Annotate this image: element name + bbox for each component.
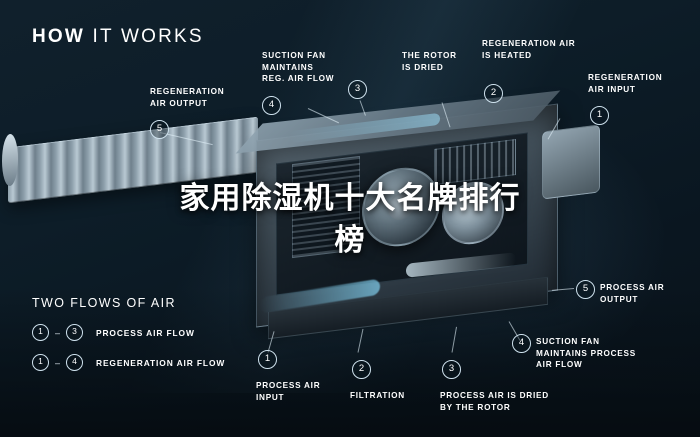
overlay-headline: 家用除湿机十大名牌排行 榜	[0, 178, 700, 262]
overlay-headline-line1: 家用除湿机十大名牌排行	[179, 181, 521, 216]
callout-regeneration-air-output: REGENERATION AIR OUTPUT	[150, 87, 225, 108]
marker-regeneration-air-heated: 2	[484, 84, 503, 103]
legend-badges-regeneration-air: 1 – 4	[32, 354, 96, 371]
legend-title: TWO FLOWS OF AIR	[32, 296, 176, 310]
overlay-headline-line2: 榜	[334, 223, 366, 258]
callout-rotor-is-dried: THE ROTOR IS DRIED	[402, 51, 457, 72]
legend-label-regeneration-air: REGENERATION AIR FLOW	[96, 357, 226, 368]
callout-process-suction-fan: SUCTION FAN MAINTAINS PROCESS AIR FLOW	[536, 337, 636, 369]
legend-badge-from-process: 1	[32, 324, 49, 341]
callout-filtration: FILTRATION	[350, 391, 405, 400]
marker-regeneration-air-output: 5	[150, 120, 169, 139]
legend-badges-process-air: 1 – 3	[32, 324, 96, 341]
page-title: HOW IT WORKS	[32, 26, 204, 48]
legend-dash-regen: –	[55, 357, 61, 368]
marker-process-air-input: 1	[258, 350, 277, 369]
marker-filtration: 2	[352, 360, 371, 379]
legend-label-process-air: PROCESS AIR FLOW	[96, 327, 195, 338]
marker-process-suction-fan: 4	[512, 334, 531, 353]
callout-process-air-input: PROCESS AIR INPUT	[256, 381, 321, 402]
page-title-lead: HOW	[32, 26, 86, 47]
callout-regeneration-air-heated: REGENERATION AIR IS HEATED	[482, 39, 576, 60]
callout-suction-fan-reg: SUCTION FAN MAINTAINS REG. AIR FLOW	[262, 51, 335, 83]
marker-process-air-output: 5	[576, 280, 595, 299]
legend-dash-process: –	[55, 327, 61, 338]
legend-row-regeneration-air: 1 – 4 REGENERATION AIR FLOW	[32, 354, 225, 371]
marker-suction-fan-reg: 4	[262, 96, 281, 115]
callout-regeneration-air-input: REGENERATION AIR INPUT	[588, 73, 663, 94]
legend-badge-from-regen: 1	[32, 354, 49, 371]
legend: TWO FLOWS OF AIR 1 – 3 PROCESS AIR FLOW …	[32, 296, 225, 384]
legend-badge-to-regen: 4	[66, 354, 84, 371]
callout-process-air-dried: PROCESS AIR IS DRIED BY THE ROTOR	[440, 391, 549, 412]
callout-process-air-output: PROCESS AIR OUTPUT	[600, 283, 665, 304]
marker-rotor-is-dried: 3	[348, 80, 367, 99]
legend-row-process-air: 1 – 3 PROCESS AIR FLOW	[32, 324, 225, 341]
marker-regeneration-air-input: 1	[590, 106, 609, 125]
legend-badge-to-process: 3	[66, 324, 84, 341]
marker-process-air-dried: 3	[442, 360, 461, 379]
page-title-rest: IT WORKS	[92, 26, 204, 47]
